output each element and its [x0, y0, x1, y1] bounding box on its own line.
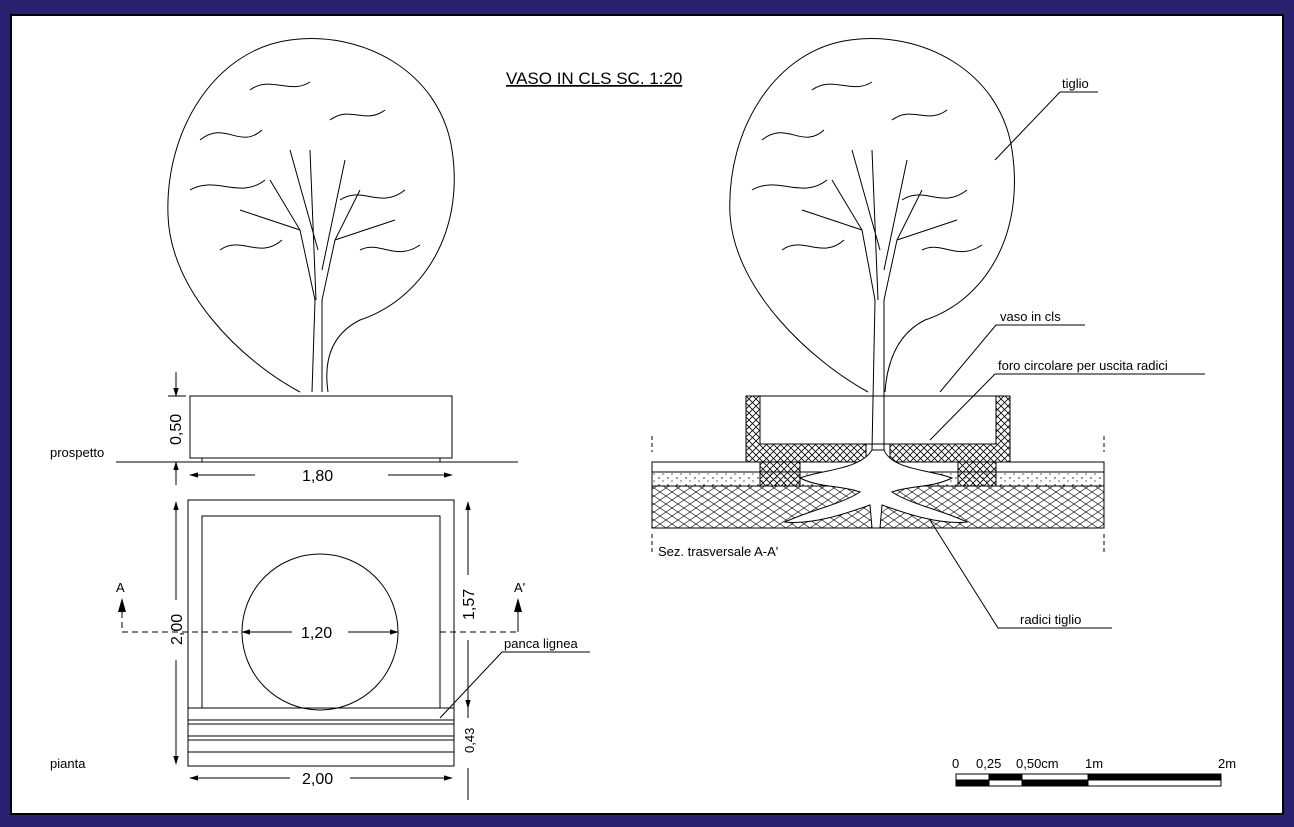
tree-canopy-detail-left [189, 81, 421, 253]
plan-height-label: 2,00 [169, 614, 186, 645]
scale-label-025: 0,25 [976, 756, 1001, 771]
section-marker-a: A [116, 580, 125, 595]
section-arrow-a-prime-icon [514, 598, 522, 612]
section-caption: Sez. trasversale A-A' [658, 544, 778, 559]
roots-section [783, 449, 969, 529]
drawing-title: VASO IN CLS SC. 1:20 [506, 69, 682, 88]
scale-bar [955, 773, 1222, 787]
tree-section [729, 38, 1015, 451]
scale-label-2m: 2m [1218, 756, 1236, 771]
roots-label: radici tiglio [1020, 612, 1081, 627]
pot-section [745, 395, 1011, 487]
section-cut-line [121, 612, 519, 633]
scale-label-050: 0,50cm [1016, 756, 1059, 771]
tree-label: tiglio [1062, 76, 1089, 91]
circle-diameter-label: 1,20 [301, 625, 332, 642]
drawing-sheet [10, 14, 1284, 815]
scale-label-1m: 1m [1085, 756, 1103, 771]
tree-trunk-left [239, 149, 396, 393]
tree-canopy-detail-right [751, 81, 983, 253]
scale-label-0: 0 [952, 756, 959, 771]
tree-canopy-right [729, 38, 1015, 393]
elevation-view-label: prospetto [50, 445, 104, 460]
elevation-width-label: 1,80 [302, 468, 333, 485]
inner-height-label: 1,57 [461, 589, 478, 620]
plan-width-label: 2,00 [302, 771, 333, 788]
section-leaders [929, 91, 1205, 629]
bench-plan [188, 707, 454, 753]
bench-dimension-label: 0,43 [462, 728, 477, 753]
section-marker-a-prime: A' [514, 580, 525, 595]
tree-canopy-left [167, 38, 455, 393]
elevation-height-label: 0,50 [168, 414, 185, 445]
tree-trunk-right [801, 149, 958, 451]
section-arrow-a-icon [118, 598, 126, 612]
hole-label: foro circolare per uscita radici [998, 358, 1168, 373]
bench-label: panca lignea [504, 636, 578, 651]
plan-view-label: pianta [50, 756, 86, 771]
elevation-height-dimension [168, 372, 186, 485]
pot-label: vaso in cls [1000, 309, 1061, 324]
bench-leader [439, 651, 590, 719]
tree-elevation [167, 38, 455, 393]
